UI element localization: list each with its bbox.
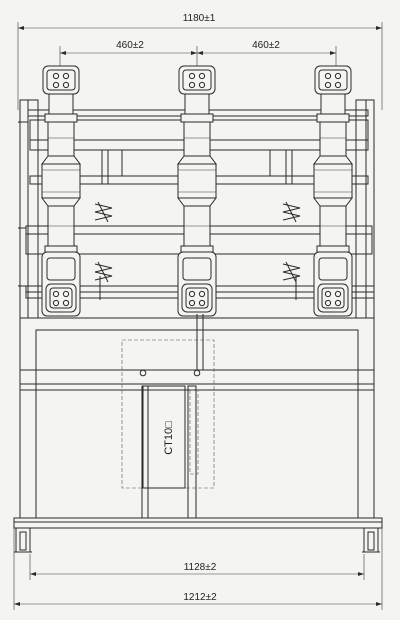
mechanism-box xyxy=(142,385,186,489)
dimension-overall-top: 1180±1 xyxy=(17,13,383,110)
connector-rods xyxy=(99,150,297,300)
dimension-label-overall-bottom: 1212±2 xyxy=(183,592,217,603)
spring-right-lower xyxy=(282,261,301,283)
pivot-left xyxy=(139,369,147,377)
pole-right-chamber xyxy=(313,163,353,199)
dimension-inner-bottom: 1128±2 xyxy=(29,554,365,580)
foot-right xyxy=(362,527,380,553)
mechanism-outline xyxy=(121,339,215,489)
dimension-overall-bottom: 1212±2 xyxy=(13,528,383,610)
pole-right xyxy=(313,65,353,317)
mechanism-label: CT10□ xyxy=(163,421,175,455)
pole-left-upper-terminal xyxy=(42,65,80,95)
pole-columns xyxy=(41,65,353,317)
pole-left xyxy=(41,65,81,317)
dimension-label-inner-bottom: 1128±2 xyxy=(184,562,217,573)
pole-left-lower-terminal xyxy=(45,283,77,313)
spring-right-upper xyxy=(282,201,301,223)
dimension-label-overall-top: 1180±1 xyxy=(183,13,216,24)
dimension-label-pitch-left: 460±2 xyxy=(116,40,144,51)
pole-center-upper-terminal xyxy=(178,65,216,95)
operating-mechanism: CT10□ xyxy=(121,314,215,519)
pole-center-lower-terminal xyxy=(181,283,213,313)
dimension-label-pitch-right: 460±2 xyxy=(252,40,280,51)
dimension-pitch: 460±2 460±2 xyxy=(59,40,337,70)
spring-left-upper xyxy=(94,201,113,223)
pole-center xyxy=(177,65,217,317)
pole-right-upper-terminal xyxy=(314,65,352,95)
spring-left-lower xyxy=(94,261,113,283)
pole-left-upper-insulator xyxy=(47,121,75,157)
pole-center-upper-insulator xyxy=(183,121,211,157)
pole-right-lower-terminal xyxy=(317,283,349,313)
foot-left xyxy=(14,527,32,553)
pivot-right xyxy=(193,369,201,377)
pole-center-chamber xyxy=(177,163,217,199)
pole-left-chamber xyxy=(41,163,81,199)
pole-right-upper-insulator xyxy=(319,121,347,157)
